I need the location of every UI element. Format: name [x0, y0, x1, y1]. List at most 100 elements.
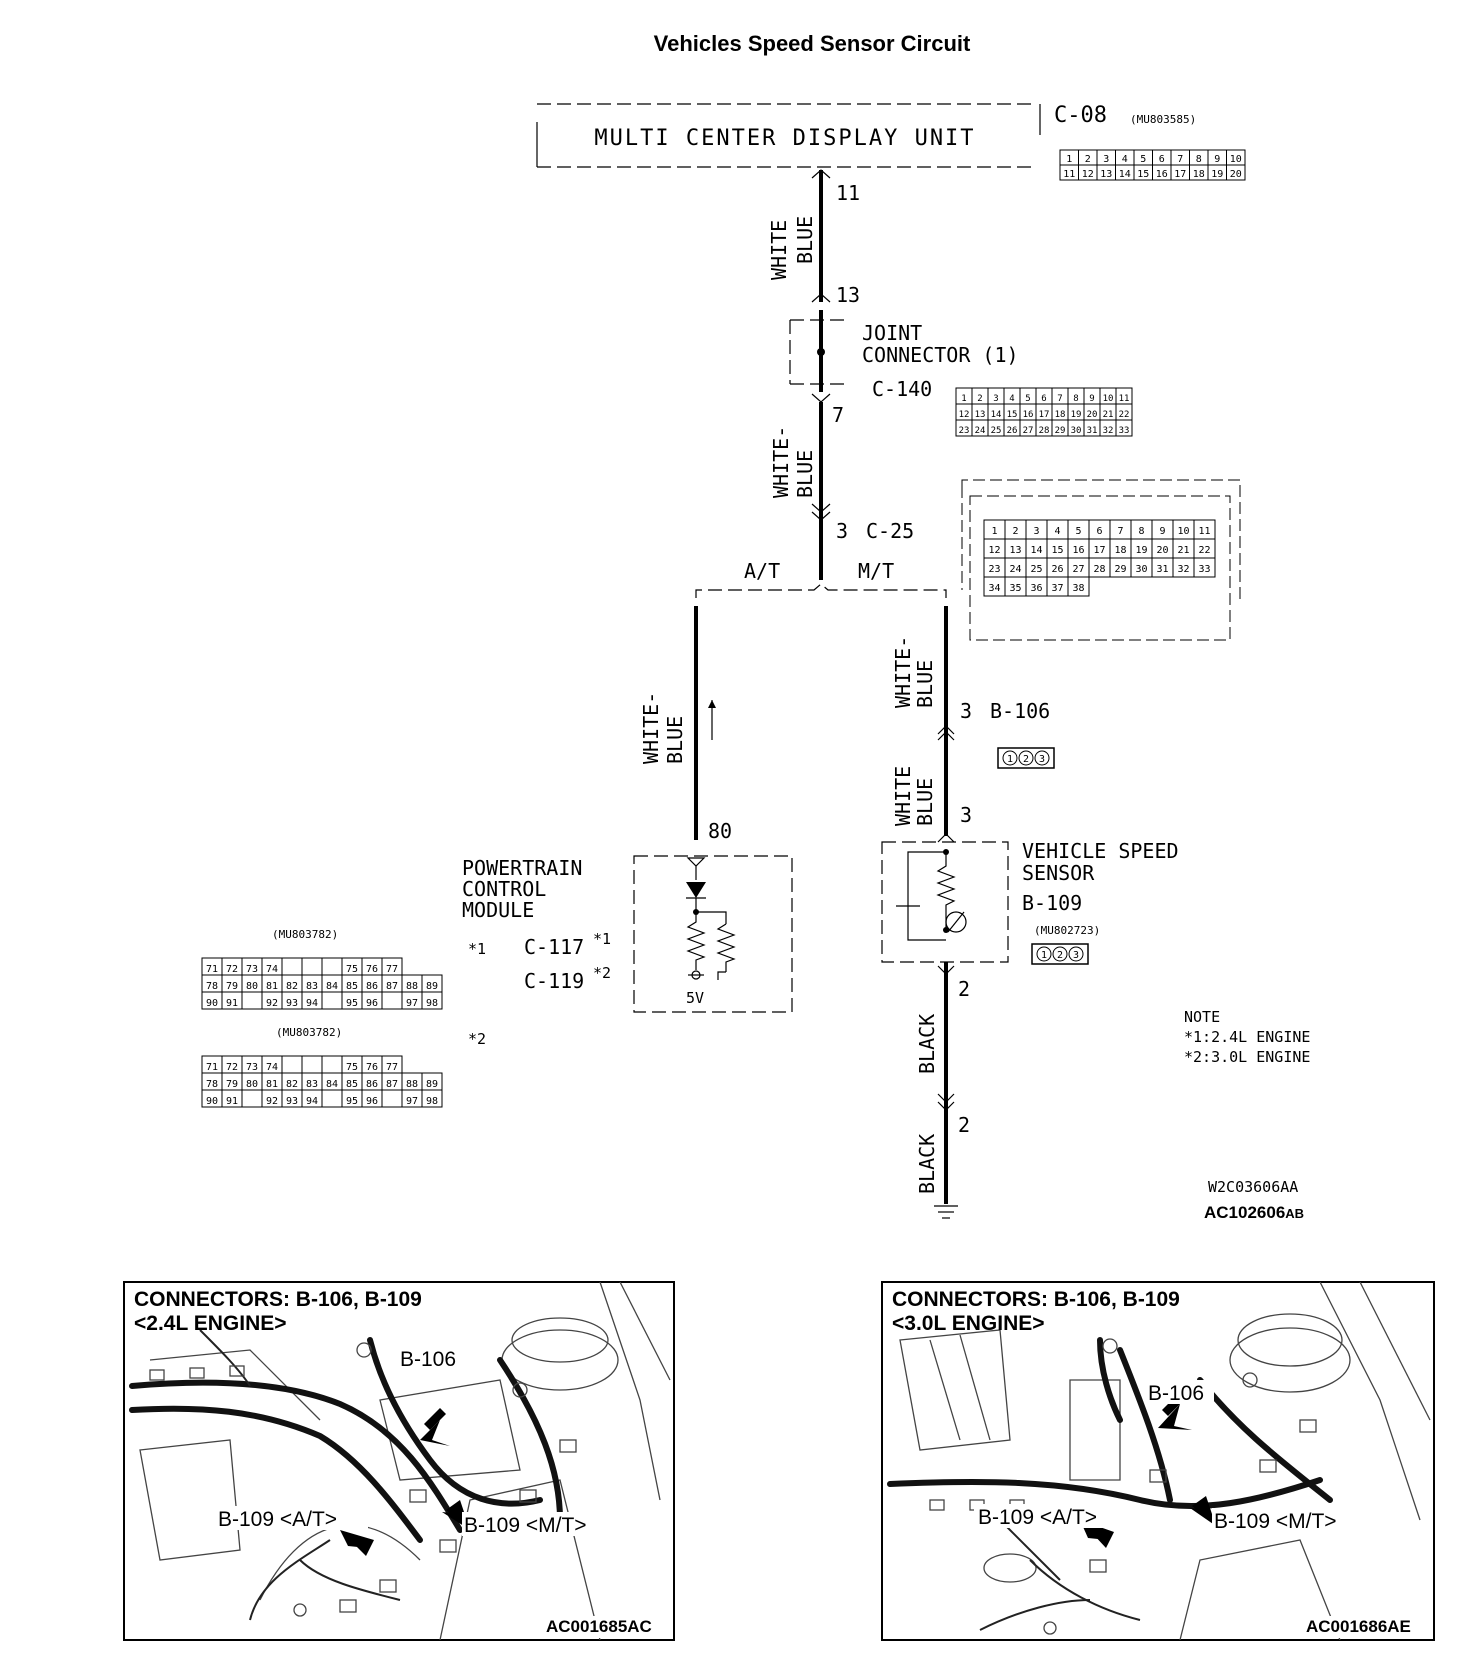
connector-pin-label: 38 — [1072, 583, 1084, 594]
connector-pin-label: 1 — [1007, 754, 1013, 765]
connector-pin-label: 82 — [286, 981, 298, 992]
connector-pin-label: 35 — [1009, 583, 1021, 594]
connector-pin-label: 4 — [1009, 394, 1014, 404]
connector-pin-label: 97 — [406, 998, 418, 1009]
connector-pin-label: 17 — [1093, 545, 1105, 556]
connector-pin-label: 33 — [1119, 426, 1130, 436]
pcm-pin: 80 — [708, 819, 732, 843]
connector-pin-cell — [381, 991, 403, 1010]
connector-pin-label: 8 — [1073, 394, 1078, 404]
powertrain-control-module: 5V POWERTRAIN CONTROL MODULE *1 C-117 *1… — [201, 855, 793, 1108]
connector-pin-cell — [321, 991, 343, 1010]
connector-pin-cell — [1052, 946, 1068, 962]
connector-pin-label: 29 — [1055, 426, 1066, 436]
connector-chevron — [937, 725, 955, 735]
connector-pin-label: 91 — [226, 998, 238, 1009]
pcm-part-no-1: (MU803782) — [272, 928, 338, 941]
connector-pin-label: 30 — [1135, 564, 1147, 575]
connector-pin-label: 86 — [366, 981, 378, 992]
c25-pin: 3 — [836, 519, 848, 543]
branch-mt-label: M/T — [858, 559, 894, 583]
connector-pin-label: 6 — [1096, 526, 1102, 537]
connector-pin-label: 72 — [226, 1062, 238, 1073]
connector-pin-label: 11 — [1198, 526, 1210, 537]
connector-pin-label: 19 — [1211, 169, 1223, 180]
connector-pin-label: 11 — [1063, 169, 1075, 180]
display-unit-part-no: (MU803585) — [1130, 113, 1196, 126]
connector-pin-cell — [1034, 750, 1050, 766]
pcm-connector-c119-note: *2 — [593, 964, 611, 982]
vss-pin-signal: 3 — [960, 803, 972, 827]
connector-pin-label: 95 — [346, 1096, 358, 1107]
connector-pin-label: 26 — [1007, 426, 1018, 436]
pcm-note1-mark: *1 — [468, 940, 486, 958]
connector-pin-label: 4 — [1054, 526, 1060, 537]
connector-pin-label: 7 — [1117, 526, 1123, 537]
connector-pin-label: 10 — [1230, 154, 1242, 165]
connector-pin-label: 78 — [206, 1079, 218, 1090]
connector-pin-label: 19 — [1071, 410, 1082, 420]
note-heading: NOTE — [1184, 1008, 1220, 1026]
connector-location-photo-3-0l: CONNECTORS: B-106, B-109 <3.0L ENGINE> B… — [881, 1281, 1435, 1641]
connector-pin-label: 5 — [1025, 394, 1030, 404]
connector-chevron — [811, 503, 831, 513]
connector-pin-label: 90 — [206, 1096, 218, 1107]
photo2-label-b109-mt: B-109 <M/T> — [1214, 1510, 1337, 1533]
connector-pin-cell — [1068, 946, 1084, 962]
connector-chevron — [937, 731, 955, 741]
connector-pin-label: 2 — [1085, 154, 1091, 165]
connector-pin-label: 20 — [1156, 545, 1168, 556]
w-code: W2C03606AA — [1208, 1178, 1298, 1196]
connector-pin-label: 10 — [1177, 526, 1189, 537]
connector-pin-cell — [421, 1089, 443, 1108]
connector-pin-label: 23 — [988, 564, 1000, 575]
connector-pin-cell — [321, 957, 343, 976]
connector-pin-label: 83 — [306, 1079, 318, 1090]
vss-connector-id: B-109 — [1022, 891, 1082, 915]
display-unit-pin: 11 — [836, 181, 860, 205]
connector-pin-label: 12 — [988, 545, 1000, 556]
connector-pin-label: 79 — [226, 1079, 238, 1090]
connector-pin-label: 24 — [975, 426, 986, 436]
connector-pin-label: 96 — [366, 998, 378, 1009]
connector-pin-cell — [281, 1055, 303, 1074]
connector-pin-label: 1 — [961, 394, 966, 404]
connector-pin-label: 16 — [1023, 410, 1034, 420]
connector-pin-label: 91 — [226, 1096, 238, 1107]
connector-pin-label: 71 — [206, 964, 218, 975]
b106-pin: 3 — [960, 699, 972, 723]
connector-pin-label: 21 — [1103, 410, 1114, 420]
vss-pin-ground: 2 — [958, 977, 970, 1001]
connector-pin-label: 3 — [1039, 754, 1045, 765]
connector-pin-cell — [1018, 750, 1034, 766]
photo1-label-b109-mt: B-109 <M/T> — [464, 1514, 587, 1537]
connector-pin-label: 81 — [266, 1079, 278, 1090]
wire-color-white-dash: WHITE- — [639, 692, 663, 764]
connector-chevron — [811, 169, 831, 179]
connector-pin-label: 10 — [1103, 394, 1114, 404]
connector-pin-label: 5 — [1075, 526, 1081, 537]
connector-pin-label: 98 — [426, 1096, 438, 1107]
connector-pin-label: 89 — [426, 1079, 438, 1090]
connector-pin-cell — [381, 1089, 403, 1108]
connector-pin-label: 22 — [1119, 410, 1130, 420]
photo1-label-b106: B-106 — [400, 1348, 456, 1371]
connector-pin-label: 2 — [977, 394, 982, 404]
connector-pin-label: 25 — [1030, 564, 1042, 575]
connector-pin-label: 18 — [1114, 545, 1126, 556]
connector-pin-label: 24 — [1009, 564, 1021, 575]
connector-pin-label: 88 — [406, 1079, 418, 1090]
connector-pin-label: 76 — [366, 1062, 378, 1073]
connector-pin-label: 77 — [386, 964, 398, 975]
connector-pin-label: 2 — [1012, 526, 1018, 537]
joint-name-line2: CONNECTOR (1) — [862, 343, 1019, 367]
connector-pin-label: 78 — [206, 981, 218, 992]
wire-color-black: BLACK — [915, 1134, 939, 1194]
connector-pin-label: 7 — [1057, 394, 1062, 404]
connector-pin-cell — [321, 1089, 343, 1108]
wire-color-blue: BLUE — [663, 716, 687, 764]
